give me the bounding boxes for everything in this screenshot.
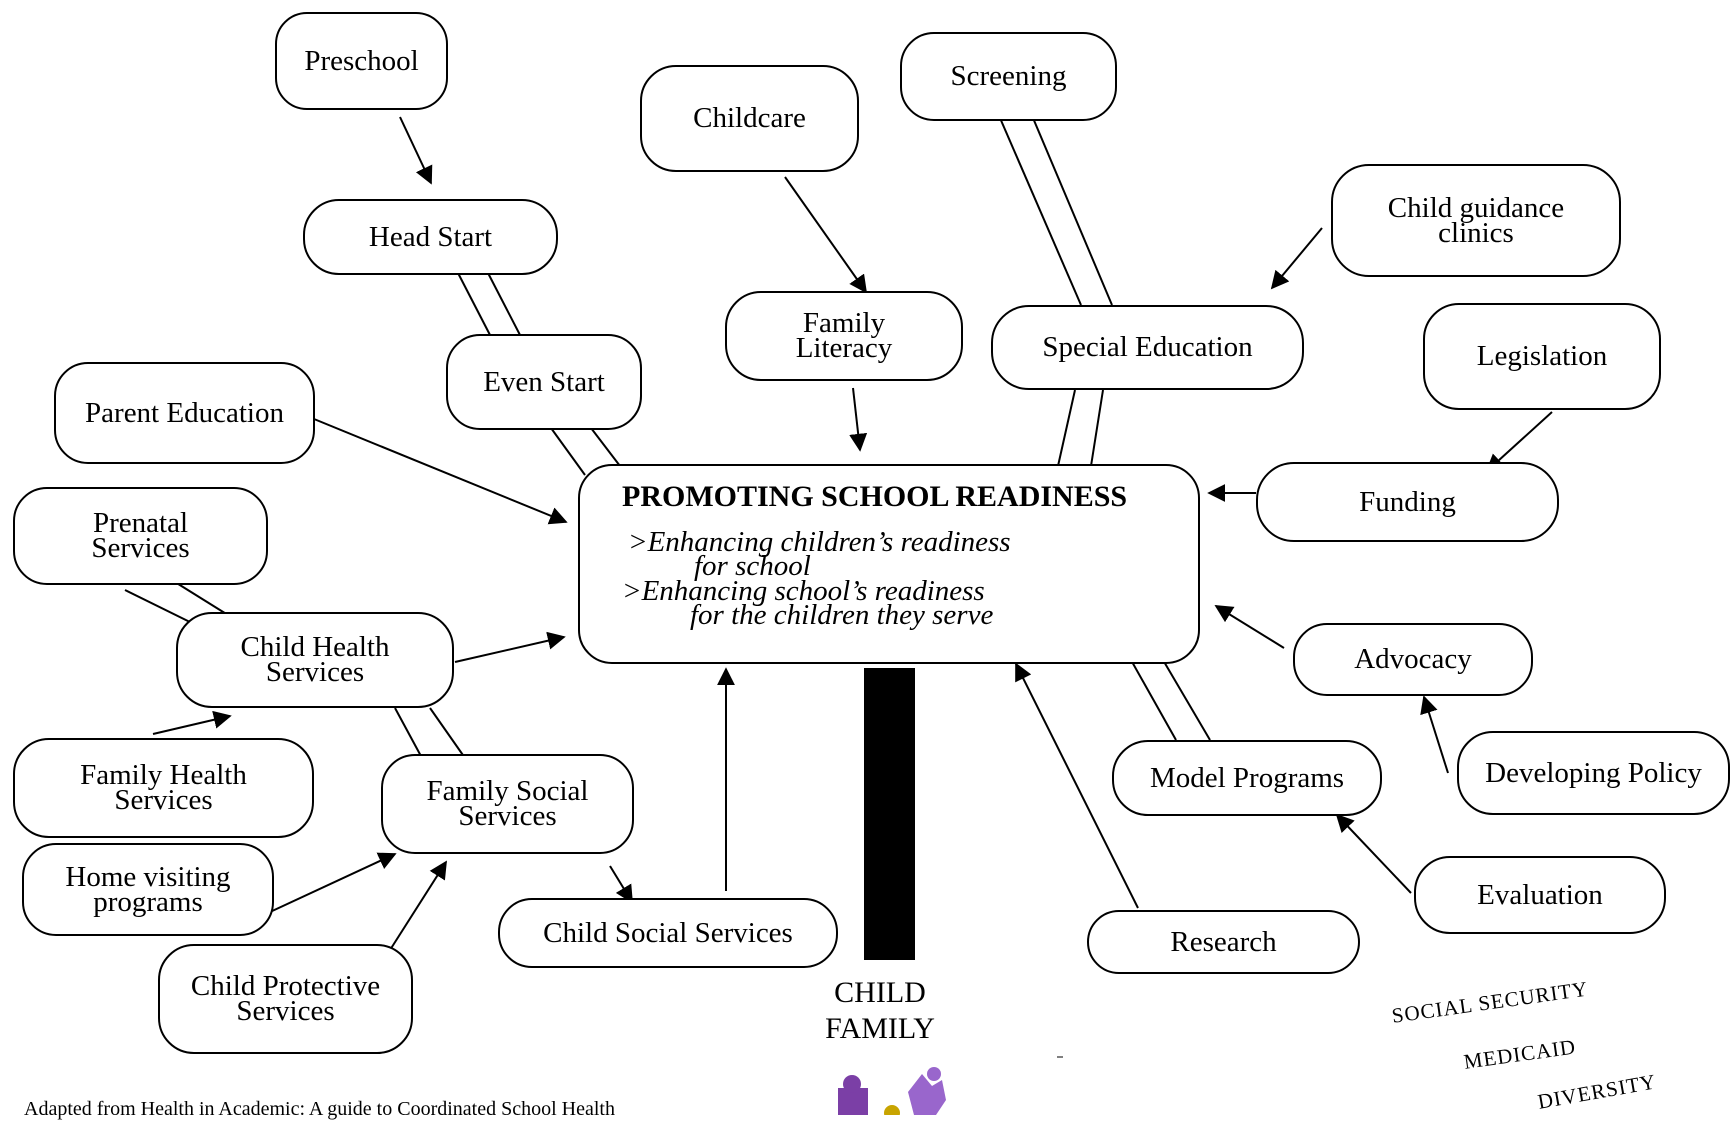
node-legislation: Legislation: [1423, 303, 1661, 410]
arrow-protective-familysocial: [389, 860, 447, 951]
node-home-visiting-programs: Home visiting programs: [22, 843, 274, 936]
pipe-headstart-evenstart-b: [487, 272, 521, 336]
center-box-promoting-school-readiness: PROMOTING SCHOOL READINESS >Enhancing ch…: [578, 464, 1200, 664]
arrow-advocacy-center: [1214, 605, 1285, 649]
arrow-childcare-familyliteracy: [784, 176, 868, 294]
pipe-center-model-b: [1162, 659, 1211, 741]
arrow-research-center: [1015, 662, 1139, 909]
center-line-for-school: for school: [694, 550, 811, 582]
pipe-prenatal-childhealth: [124, 589, 197, 626]
center-title: PROMOTING SCHOOL READINESS: [622, 480, 1128, 513]
node-child-health-services: Child Health Services: [176, 612, 454, 708]
pipe-childhealth-familysocial: [394, 707, 423, 759]
node-advocacy: Advocacy: [1293, 623, 1533, 696]
arrow-guidance-specialed: [1270, 227, 1323, 290]
pipe-screening-specialed: [999, 117, 1082, 306]
arrow-policy-advocacy: [1420, 695, 1449, 774]
node-funding: Funding: [1256, 462, 1559, 542]
node-family-social-services: Family Social Services: [381, 754, 634, 854]
arrow-childhealth-center: [454, 631, 566, 663]
arrow-familyliteracy-center: [849, 387, 868, 452]
node-prenatal-services: Prenatal Services: [13, 487, 268, 585]
arrow-familyhealth-childhealth: [152, 710, 232, 735]
node-screening: Screening: [900, 32, 1117, 121]
node-preschool: Preschool: [275, 12, 448, 110]
node-special-education: Special Education: [991, 305, 1304, 390]
arrow-evaluation-model: [1335, 813, 1412, 894]
children-figures-logo: [838, 1067, 946, 1115]
base-label-child: CHILD: [834, 976, 926, 1009]
center-line-children-they-serve: for the children they serve: [690, 599, 994, 631]
node-child-social-services: Child Social Services: [498, 898, 838, 968]
node-model-programs: Model Programs: [1112, 740, 1382, 816]
node-research: Research: [1087, 910, 1360, 974]
node-childcare: Childcare: [640, 65, 859, 172]
node-child-guidance-clinics: Child guidance clinics: [1331, 164, 1621, 277]
pipe-headstart-evenstart: [457, 272, 491, 336]
arrow-legislation-funding: [1485, 411, 1553, 473]
node-family-literacy: Family Literacy: [725, 291, 963, 381]
pipe-specialed-center: [1057, 389, 1076, 467]
node-even-start: Even Start: [446, 334, 642, 430]
center-line-school-readiness: >Enhancing school’s readiness: [622, 575, 985, 607]
pipe-center-model: [1130, 659, 1177, 741]
arrow-homevisiting-familysocial: [269, 852, 397, 913]
base-pillar: [864, 668, 915, 960]
arrow-parented-center: [313, 418, 568, 525]
node-family-health-services: Family Health Services: [13, 738, 314, 838]
center-line-children-readiness: >Enhancing children’s readiness: [628, 526, 1011, 558]
node-evaluation: Evaluation: [1414, 856, 1666, 934]
node-developing-policy: Developing Policy: [1457, 731, 1730, 815]
base-label: CHILD FAMILY: [800, 975, 960, 1047]
pipe-evenstart-center: [550, 427, 586, 476]
base-label-family: FAMILY: [825, 1012, 935, 1045]
node-head-start: Head Start: [303, 199, 558, 275]
pipe-childhealth-familysocial-b: [429, 707, 466, 759]
pipe-specialed-center-b: [1090, 389, 1104, 467]
pipe-screening-specialed-b: [1032, 117, 1113, 306]
pipe-evenstart-center-b: [590, 427, 621, 467]
node-parent-education: Parent Education: [54, 362, 315, 464]
arrow-preschool-headstart: [399, 116, 433, 185]
node-child-protective-services: Child Protective Services: [158, 944, 413, 1054]
arrow-familysocial-childsocial: [609, 865, 633, 904]
credit-text: Adapted from Health in Academic: A guide…: [24, 1098, 615, 1120]
